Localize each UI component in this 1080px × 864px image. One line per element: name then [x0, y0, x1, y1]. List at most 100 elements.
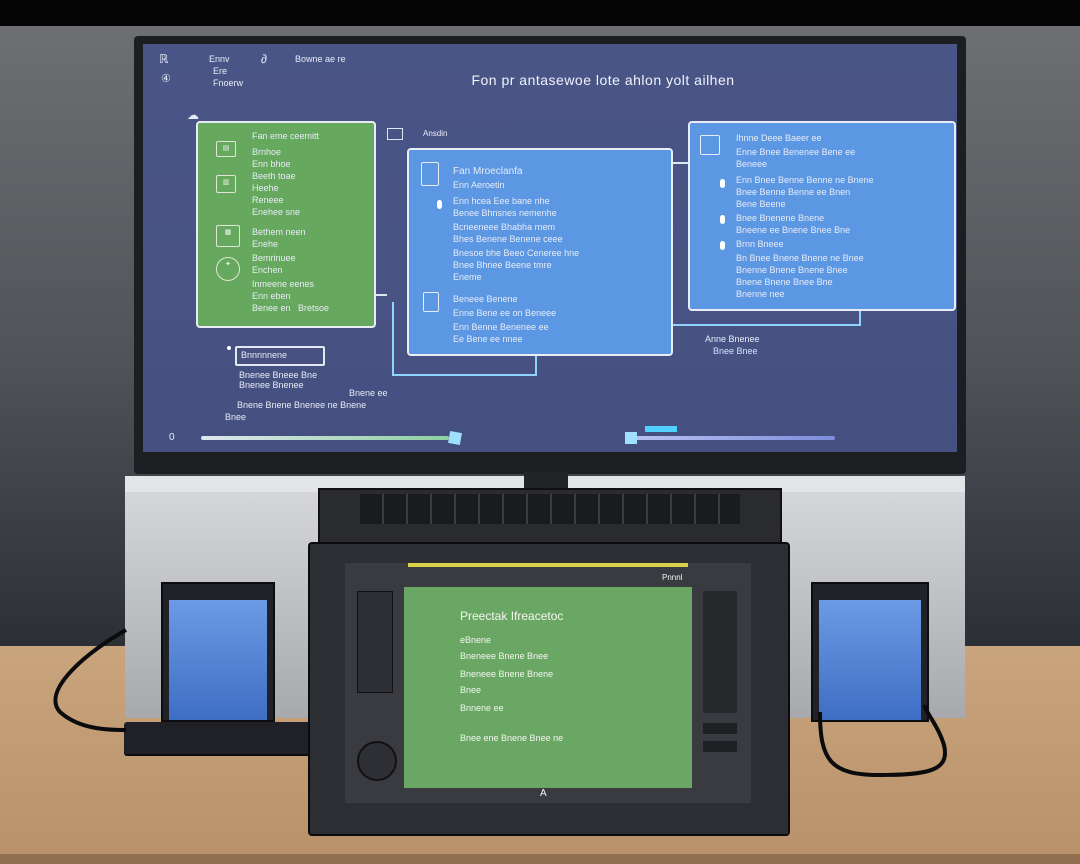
status-dot	[227, 346, 231, 350]
panel-icon-2[interactable]: ▥	[216, 175, 236, 193]
connector-down-left	[392, 302, 394, 376]
green-line: Enn bhoe	[252, 159, 291, 169]
tablet-line: Bneneee Bnene Bnee	[460, 651, 549, 661]
tablet-status-strip	[408, 563, 688, 567]
right-line: Bnenne Bnene Bnene Bnee	[736, 265, 848, 275]
left-side-display	[161, 582, 275, 722]
desk-edge	[0, 854, 1080, 864]
tablet-screen[interactable]: Preectak Ifreacetoc eBnene Bneneee Bnene…	[404, 587, 692, 788]
left-side-display-glow	[169, 600, 267, 720]
slider-marker[interactable]	[645, 426, 677, 432]
green-line: Enehee sne	[252, 207, 301, 217]
meta-line-1: Ennv	[209, 54, 230, 64]
panel-icon-3[interactable]: ▦	[216, 225, 240, 247]
tablet-right-slot	[703, 591, 737, 713]
green-line: Enn eben	[252, 291, 291, 301]
green-line: Bethem neen	[252, 227, 306, 237]
meta-line-3: Fnoerw	[213, 78, 244, 88]
tablet-button[interactable]	[703, 723, 737, 734]
account-icon[interactable]: ④	[161, 73, 171, 85]
green-line: Bemrinuee	[252, 253, 296, 263]
mid-line: Enn Benne Benenee ee	[453, 322, 549, 332]
right-side-display-glow	[819, 600, 921, 720]
right-note: Anne Bnenee	[705, 334, 760, 344]
green-line: Beeth toae	[252, 171, 296, 181]
right-sub: Beneee	[736, 159, 768, 169]
connector-right-up	[859, 308, 861, 326]
below-footer-2: Bnee	[225, 412, 247, 422]
bullet-marker	[720, 241, 725, 250]
mid-panel-subtitle: Enn Aeroetin	[453, 180, 505, 190]
right-line: Bene Beene	[736, 199, 786, 209]
green-line: Benee en	[252, 303, 291, 313]
mid-panel-title: Fan Mroeclanfa	[453, 166, 523, 177]
monitor-screen: ℝ ④ Ennv Ere Fnoerw ∂ Bowne ae re Fon pr…	[143, 44, 957, 452]
right-side-display	[811, 582, 929, 722]
slider-handle[interactable]	[448, 431, 462, 445]
right-line: Bnee Bnenene Bnene	[736, 213, 825, 223]
below-line: Bnene ee	[349, 388, 388, 398]
green-line: Heehe	[252, 183, 279, 193]
mini-label: Ansdin	[423, 129, 448, 138]
below-line: Bnenee Bneee Bne	[239, 370, 318, 380]
mid-line: Bcneeneee Bhabha rnem	[453, 222, 556, 232]
tablet-header: Pnnnl	[662, 573, 683, 582]
connector-bottom-left	[392, 374, 536, 376]
tablet-button[interactable]	[703, 741, 737, 752]
blue-panel-right[interactable]: Ihnne Deee Baeer ee Enne Bnee Benenee Be…	[688, 121, 956, 311]
green-line: Inmeene eenes	[252, 279, 315, 289]
connector-right-bottom	[669, 324, 861, 326]
connector-mid-right	[671, 162, 689, 164]
green-panel[interactable]: ▤ ▥ ▦ ✦ Fan eme ceemitt Brnhoe Enn bhoe …	[196, 121, 376, 328]
mid-line: Bhes Benene Benene ceee	[453, 234, 563, 244]
mid-line: Ee Bene ee nnee	[453, 334, 523, 344]
slider-handle[interactable]	[625, 432, 637, 444]
tablet-line: Bnee	[460, 685, 482, 695]
blue-panel-mid[interactable]: Fan Mroeclanfa Enn Aeroetin Enn hcea Eee…	[407, 148, 673, 356]
right-line: Bneene ee Bnene Bnee Bne	[736, 225, 851, 235]
cloud-icon[interactable]: ☁	[187, 108, 199, 122]
mid-line: Enn hcea Eee bane nhe	[453, 196, 550, 206]
tablet-dial[interactable]	[357, 741, 397, 781]
doc-icon[interactable]	[421, 162, 439, 186]
input-box[interactable]: Bnnnnnene	[235, 346, 325, 366]
mid-section-title: Beneee Benene	[453, 294, 518, 304]
connector-green-right	[375, 294, 387, 296]
tablet-line: eBnene	[460, 635, 492, 645]
top-right-label: Bowne ae re	[295, 54, 346, 64]
left-pad-device[interactable]	[124, 722, 310, 754]
tablet-left-slot[interactable]	[357, 591, 393, 693]
timeline-slider-left[interactable]	[201, 436, 449, 440]
meta-line-2: Ere	[213, 66, 228, 76]
tablet-footer: Bnee ene Bnene Bnee ne	[460, 733, 564, 743]
link-icon[interactable]: ∂	[261, 52, 267, 66]
connector-up-mid	[535, 356, 537, 376]
right-panel-title: Ihnne Deee Baeer ee	[736, 133, 822, 143]
input-box-label: Bnnnnnene	[241, 350, 288, 360]
below-line: Bnenee Bnenee	[239, 380, 304, 390]
mid-line: Enne Bene ee on Beneee	[453, 308, 557, 318]
mid-line: Bnesoe bhe Beeo Ceneree hne	[453, 248, 580, 258]
tablet-line: Bneneee Bnene Bnene	[460, 669, 554, 679]
tablet-logo-icon: A	[540, 788, 547, 799]
green-line: Brnhoe	[252, 147, 282, 157]
timeline-slider-right[interactable]	[629, 436, 835, 440]
right-sub: Enne Bnee Benenee Bene ee	[736, 147, 856, 157]
green-line: Fan eme ceemitt	[252, 131, 320, 141]
doc-icon-3[interactable]	[700, 135, 720, 155]
mini-chip-icon[interactable]	[387, 128, 403, 140]
app-logo-icon[interactable]: ℝ	[159, 52, 169, 66]
doc-icon-2[interactable]	[423, 292, 439, 312]
bullet-marker	[720, 179, 725, 188]
mid-line: Eneme	[453, 272, 482, 282]
panel-icon-1[interactable]: ▤	[216, 141, 236, 157]
screen-title: Fon pr antasewoe lote ahlon yolt ailhen	[471, 72, 735, 88]
top-bar	[0, 0, 1080, 26]
green-line: Enehe	[252, 239, 279, 249]
right-line: Enn Bnee Benne Benne ne Bnene	[736, 175, 874, 185]
tablet-title: Preectak Ifreacetoc	[460, 609, 564, 623]
keyboard[interactable]	[360, 494, 740, 524]
panel-icon-4[interactable]: ✦	[216, 257, 240, 281]
mid-line: Benee Bhnsnes nemenhe	[453, 208, 557, 218]
